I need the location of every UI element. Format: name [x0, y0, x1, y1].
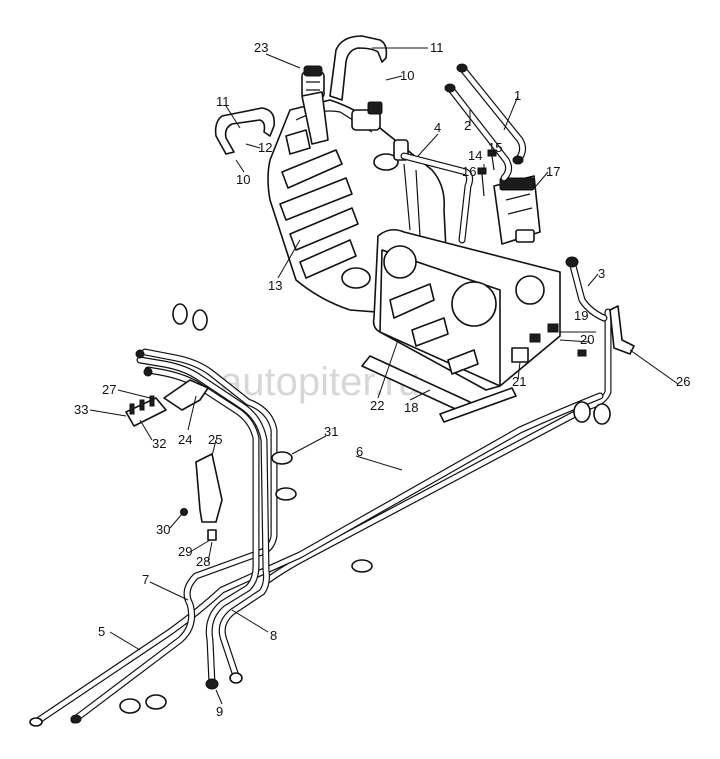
pipe-4 [400, 152, 474, 244]
callout-15: 15 [488, 140, 502, 155]
bracket-25 [195, 453, 223, 523]
callout-1: 1 [514, 88, 521, 103]
strap-18 [361, 355, 517, 423]
fitting-9a [205, 678, 219, 690]
callout-14: 14 [468, 148, 482, 163]
callout-11-top: 11 [430, 40, 444, 55]
pipe-end-top-a [135, 349, 145, 359]
callout-6: 6 [356, 444, 363, 459]
bracket-12 [301, 91, 329, 145]
clamps-31 [119, 303, 611, 714]
pipe-end-7 [70, 714, 82, 724]
pipe-9 [136, 356, 270, 680]
bolts-14-15-16 [477, 149, 497, 197]
callout-16: 16 [462, 164, 476, 179]
filler-cap-23 [301, 65, 325, 99]
handle-11-top [329, 35, 388, 101]
bolt-28-29 [207, 529, 217, 541]
callout-labels: 1 2 3 4 5 6 7 8 9 10 10 11 11 12 13 14 1… [74, 40, 690, 719]
leader-lines [89, 47, 679, 705]
pipe-2 [444, 83, 513, 182]
callout-3: 3 [598, 266, 605, 281]
clip-24 [163, 379, 209, 411]
callout-18: 18 [404, 400, 418, 415]
washer-30 [180, 508, 188, 516]
callout-10-left: 10 [236, 172, 250, 187]
connector-block-32 [125, 395, 167, 427]
callout-4: 4 [434, 120, 441, 135]
callout-9: 9 [216, 704, 223, 719]
callout-17: 17 [546, 164, 560, 179]
callout-21: 21 [512, 374, 526, 389]
pipe-5 [32, 392, 604, 726]
bracket-26 [609, 305, 635, 355]
callout-27: 27 [102, 382, 116, 397]
pipe-6 [264, 308, 612, 584]
callout-24: 24 [178, 432, 192, 447]
pipe-end-top-b [143, 367, 153, 377]
callout-25: 25 [208, 432, 222, 447]
callout-2: 2 [464, 118, 471, 133]
callout-20: 20 [580, 332, 594, 347]
callout-22: 22 [370, 398, 384, 413]
pipe-1 [456, 63, 527, 165]
handle-11-left [214, 107, 276, 155]
callout-7: 7 [142, 572, 149, 587]
callout-33: 33 [74, 402, 88, 417]
callout-12: 12 [258, 140, 272, 155]
tank-window [285, 129, 311, 155]
callout-13: 13 [268, 278, 282, 293]
callout-5: 5 [98, 624, 105, 639]
callout-8: 8 [270, 628, 277, 643]
callout-32: 32 [152, 436, 166, 451]
fuel-filter-17 [493, 175, 541, 245]
callout-11-left: 11 [216, 94, 230, 109]
pipe-8 [144, 366, 260, 688]
callout-10-top: 10 [400, 68, 414, 83]
pipe-end-3 [565, 256, 579, 268]
pipe-3 [568, 258, 608, 322]
pipe-end-5 [29, 717, 43, 727]
pipe-7 [70, 348, 278, 724]
callout-31: 31 [324, 424, 338, 439]
callout-19: 19 [574, 308, 588, 323]
callout-23: 23 [254, 40, 268, 55]
fitting-9b [229, 672, 243, 684]
callout-26: 26 [676, 374, 690, 389]
callout-29: 29 [178, 544, 192, 559]
callout-30: 30 [156, 522, 170, 537]
callout-28: 28 [196, 554, 210, 569]
